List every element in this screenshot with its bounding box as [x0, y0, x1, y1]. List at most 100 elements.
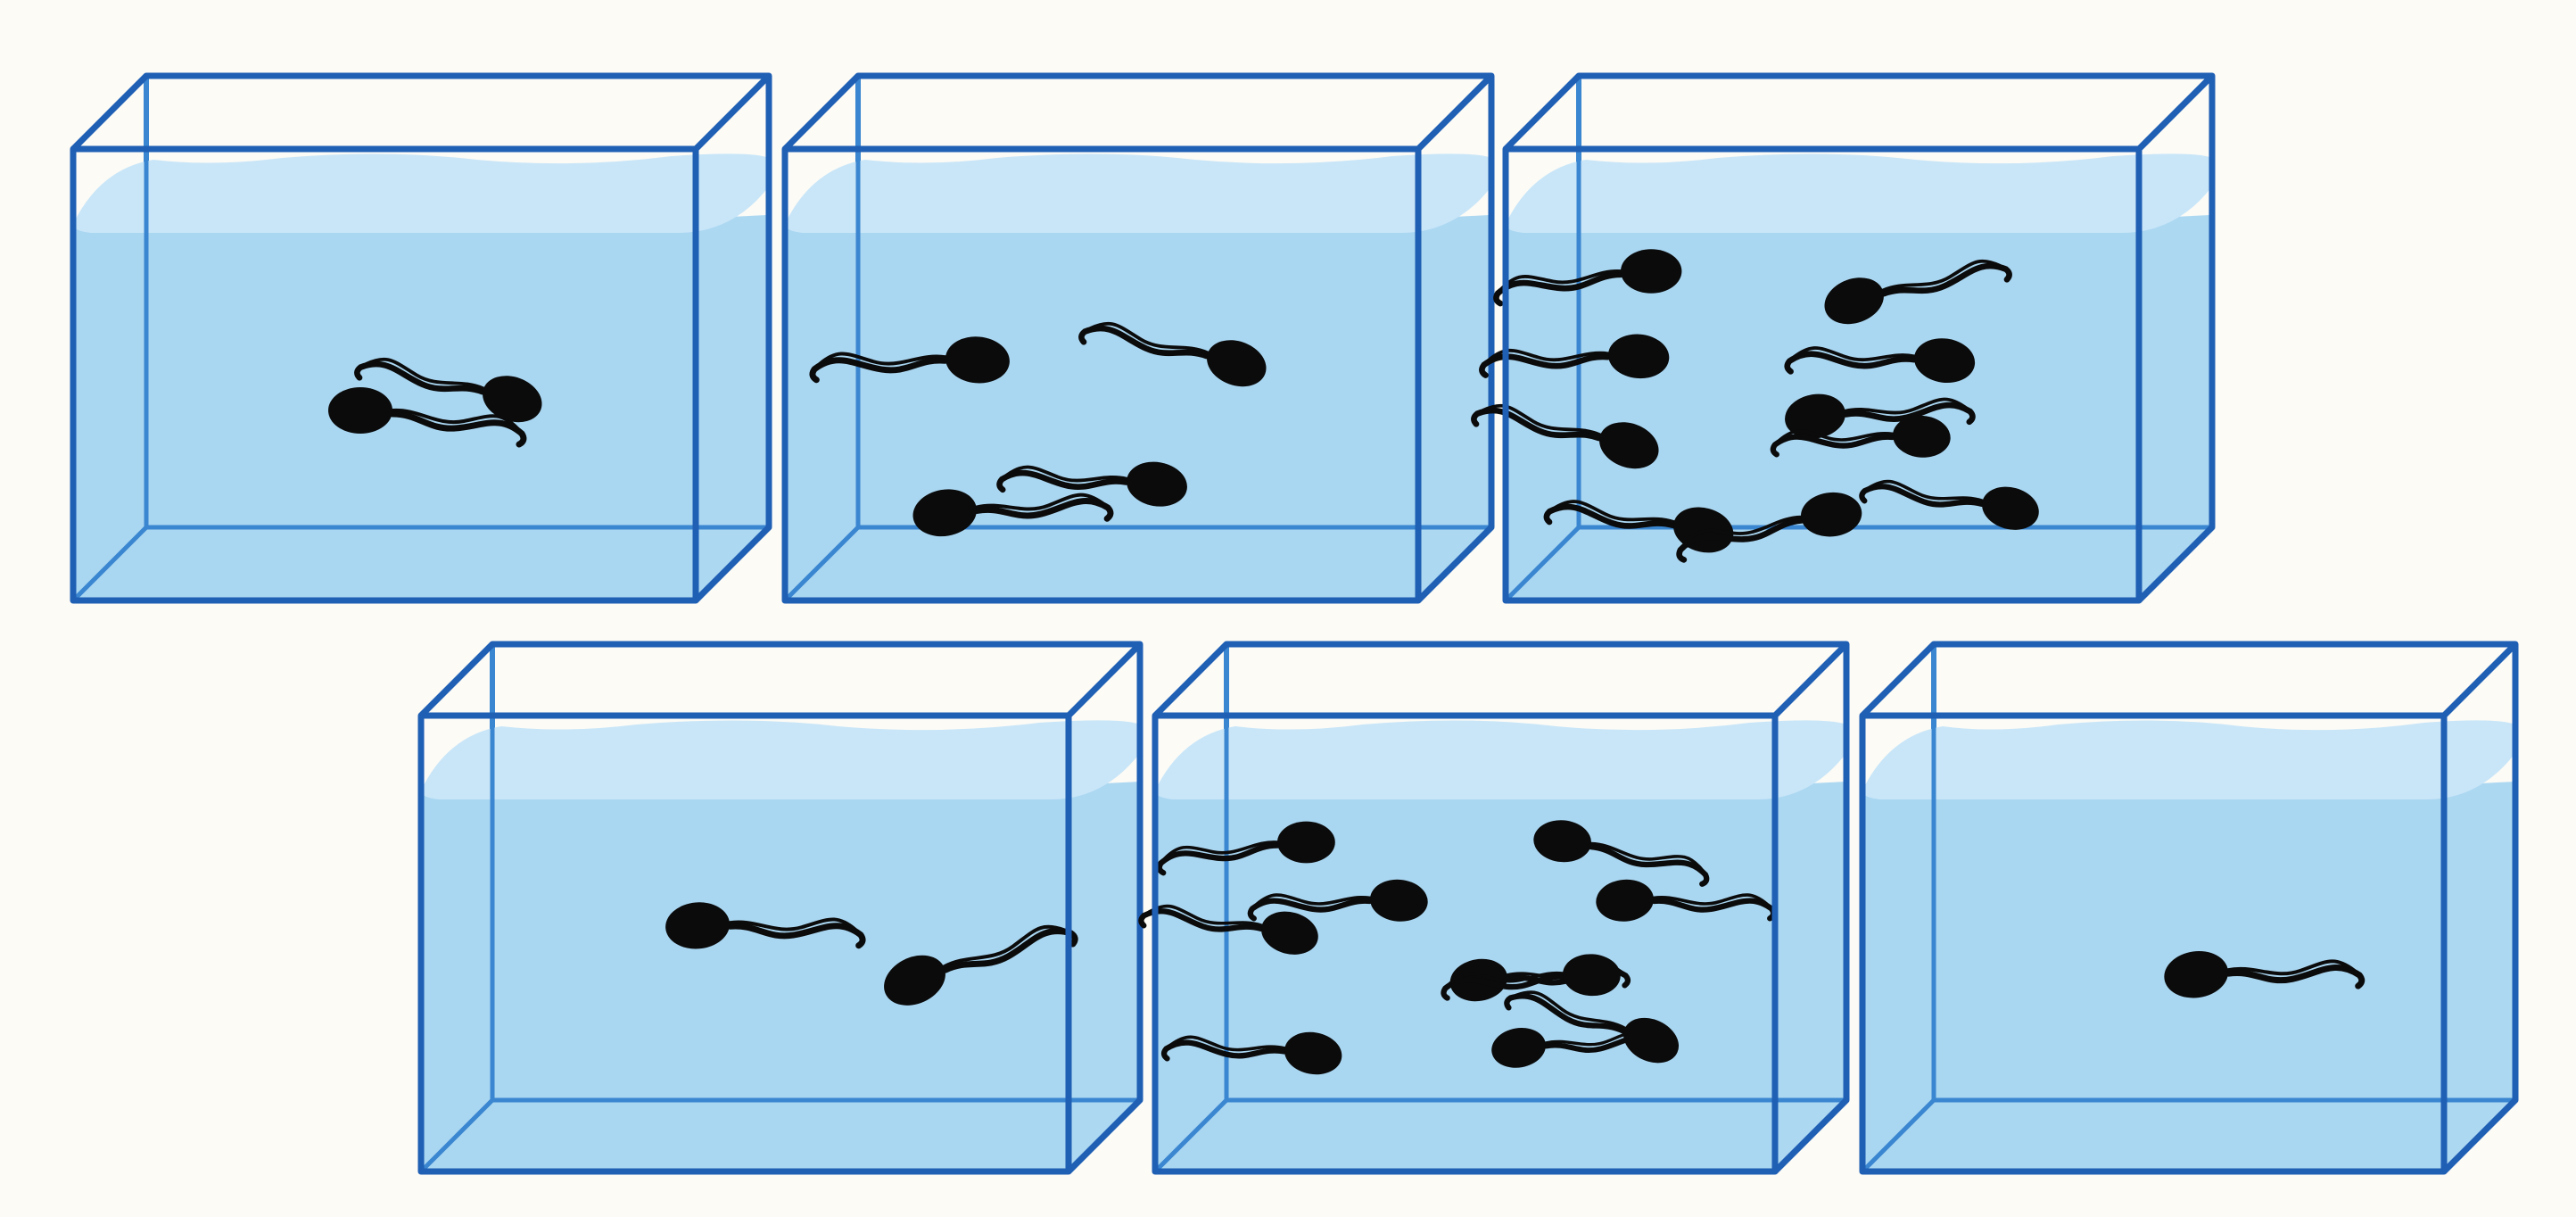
tank-top-frame [782, 72, 1495, 152]
tadpole-tail-highlight [1868, 479, 1985, 503]
tadpole-tail-highlight [1005, 465, 1129, 483]
tadpole [1441, 954, 1621, 1001]
tank-top-frame [1503, 72, 2216, 152]
tadpole-head [1261, 911, 1318, 955]
tadpole [1770, 415, 1951, 458]
tank-right-frame [1416, 76, 1495, 603]
tank-right-frame [693, 76, 772, 603]
tadpole-head [665, 902, 730, 949]
tadpole-tail [1471, 407, 1603, 442]
tadpole-tail [354, 360, 486, 395]
tadpole-tail-highlight [1481, 403, 1603, 437]
tadpole-group [2164, 950, 2365, 998]
tadpole-head [1491, 1027, 1546, 1068]
tadpole [1824, 259, 2012, 325]
tadpole-tail-highlight [727, 917, 858, 931]
tadpole-head [1623, 1017, 1680, 1064]
tank-front-frame [70, 145, 699, 604]
tadpole-head [483, 376, 542, 423]
tadpole [1078, 321, 1267, 387]
water-surface [785, 153, 1491, 233]
tadpole-tail [2225, 964, 2365, 989]
tadpole [1156, 821, 1335, 876]
tadpole [996, 461, 1187, 507]
tadpole-head [1599, 422, 1659, 469]
tank-front-frame [1859, 712, 2448, 1175]
tank-front-frame [1502, 145, 2143, 604]
tadpole-tail [996, 469, 1129, 493]
tadpole [2164, 950, 2365, 998]
tank-top-frame [418, 641, 1144, 718]
tadpole [1138, 904, 1318, 955]
tadpole-tail-highlight [364, 357, 486, 391]
tadpole-head [912, 489, 977, 537]
water-front [1862, 782, 2444, 1171]
tank-front-frame [1152, 712, 1779, 1175]
tadpole [884, 924, 1078, 1006]
tank-right-frame [2441, 644, 2519, 1174]
tadpole-tail [1441, 973, 1565, 1001]
tadpole [354, 357, 542, 423]
tadpole-head [1608, 334, 1670, 379]
tadpole-head [1563, 954, 1621, 997]
tadpole [1471, 403, 1659, 469]
tadpole [912, 489, 1114, 537]
tank-inner-side-edge [71, 526, 148, 602]
tank-right-frame [1066, 644, 1144, 1174]
tadpole-tail-highlight [1500, 269, 1622, 290]
tadpole-head [1284, 1031, 1342, 1075]
tadpole-tail-highlight [942, 924, 1067, 969]
tadpole-head [1621, 249, 1682, 294]
tadpole [1533, 820, 1710, 887]
water-surface [1862, 720, 2515, 799]
tadpole-tail-highlight [1880, 259, 2002, 293]
tank-inner-side-edge [783, 526, 860, 602]
tank-right-frame [2136, 76, 2216, 603]
tadpole-head [2164, 950, 2228, 998]
tadpole-head [1207, 340, 1267, 387]
aquarium-tank-5 [1138, 641, 1850, 1175]
tadpole [1676, 492, 1862, 563]
tadpole-tail [1784, 351, 1917, 375]
tadpole-head [1277, 821, 1335, 864]
tadpole-head [1533, 820, 1591, 863]
tank-inner-side-edge [1153, 1098, 1228, 1173]
tadpole [665, 902, 866, 949]
tadpole-tail [1843, 402, 1976, 426]
tadpole [1785, 393, 1976, 439]
water-surface [1506, 153, 2212, 233]
tadpole-tail [1770, 434, 1895, 458]
aquarium-tank-3 [1471, 72, 2216, 604]
tadpole-tail-highlight [1778, 429, 1895, 443]
tank-right-frame [1772, 644, 1850, 1174]
tank-front-frame [417, 712, 1072, 1175]
tadpole-group [665, 902, 1078, 1006]
tadpole [1247, 879, 1428, 922]
tadpole-group [328, 357, 542, 448]
tadpole-head [1893, 415, 1951, 458]
water-side [2444, 782, 2515, 1171]
water-side [1418, 214, 1491, 600]
tank-front-frame [781, 145, 1422, 604]
tadpole-tail-highlight [1682, 515, 1803, 547]
tadpole-head [1982, 486, 2039, 530]
water-side [1775, 782, 1846, 1171]
tadpole-head [1785, 393, 1845, 439]
tadpole-tail [1504, 993, 1627, 1034]
tadpole-tail [1156, 842, 1281, 876]
tadpole-tail-highlight [1169, 1035, 1287, 1052]
tadpole-tail [1676, 517, 1804, 563]
aquarium-tank-2 [781, 72, 1495, 604]
tank-inner-side-edge [1504, 526, 1581, 602]
water-side [1069, 782, 1140, 1171]
tadpole-tail-highlight [1163, 840, 1279, 860]
tank-inner-side-edge [419, 1098, 494, 1173]
water-side [696, 214, 769, 600]
tadpole-head [1824, 277, 1884, 325]
tadpole-head [1801, 492, 1862, 537]
tank-top-frame [1860, 641, 2519, 718]
tadpole-tail [1880, 262, 2012, 297]
aquarium-tank-6 [1859, 641, 2519, 1175]
tadpole-tail-highlight [1843, 397, 1967, 415]
